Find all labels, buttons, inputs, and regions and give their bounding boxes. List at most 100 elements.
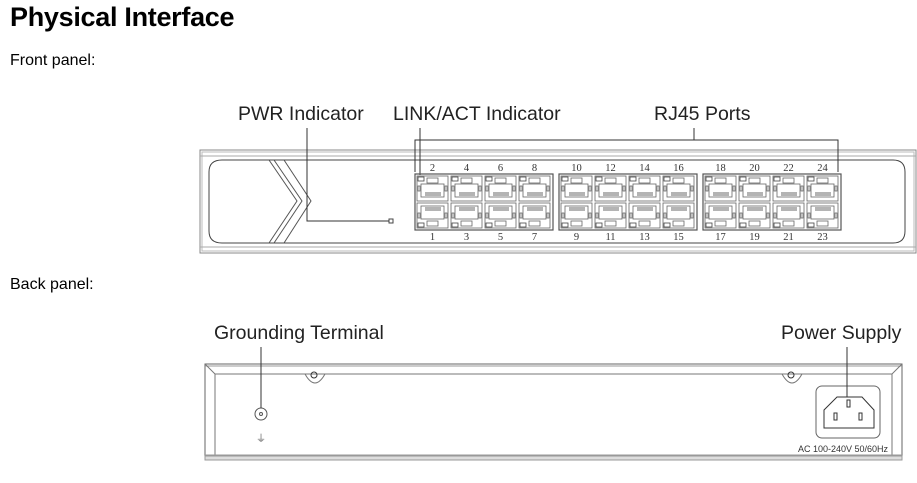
port-number-label: 11 xyxy=(605,232,615,243)
port-number-label: 19 xyxy=(749,232,760,243)
rj45-port-10 xyxy=(560,175,593,202)
port-group-frame xyxy=(414,173,554,231)
link-led-icon xyxy=(561,176,569,182)
link-led-icon xyxy=(595,222,603,228)
front-chassis-outline xyxy=(199,149,917,254)
page-title: Physical Interface xyxy=(10,2,235,32)
rj45-port-18 xyxy=(704,175,737,202)
link-led-icon xyxy=(451,222,459,228)
link-led-icon xyxy=(561,222,569,228)
port-group: 10 9 12 11 14 13 16 15 xyxy=(558,163,698,243)
port-group-frame xyxy=(702,173,842,231)
port-number-label: 7 xyxy=(532,232,537,243)
rj45-port-17 xyxy=(704,202,737,229)
link-act-indicator-callout: LINK/ACT Indicator xyxy=(393,103,561,125)
port-number-label: 14 xyxy=(639,163,650,174)
port-number-label: 2 xyxy=(430,163,435,174)
port-number-label: 6 xyxy=(498,163,503,174)
front-panel xyxy=(199,149,917,254)
port-number-label: 13 xyxy=(639,232,650,243)
front-chassis-inner-edge xyxy=(201,151,915,252)
grounding-terminal-icon xyxy=(254,407,268,421)
rj45-port-1 xyxy=(416,202,449,229)
rj45-port-9 xyxy=(560,202,593,229)
link-led-icon xyxy=(773,222,781,228)
chevron-decoration xyxy=(268,159,312,244)
link-led-icon xyxy=(485,176,493,182)
back-panel-heading: Back panel: xyxy=(10,276,94,293)
port-number-label: 4 xyxy=(464,163,470,174)
pwr-led-icon xyxy=(388,218,394,224)
grounding-terminal-callout: Grounding Terminal xyxy=(214,322,384,344)
back-panel xyxy=(204,363,903,461)
port-number-label: 24 xyxy=(817,163,828,174)
rj45-port-15 xyxy=(662,202,695,229)
port-number-label: 23 xyxy=(817,232,828,243)
port-number-label: 9 xyxy=(574,232,579,243)
ground-symbol-icon: ⏚ xyxy=(256,433,266,445)
rj45-port-14 xyxy=(628,175,661,202)
rj45-port-13 xyxy=(628,202,661,229)
port-number-label: 21 xyxy=(783,232,794,243)
back-leader-lines xyxy=(260,347,848,408)
screw-hole-icon xyxy=(781,371,803,384)
rj45-port-11 xyxy=(594,202,627,229)
link-led-icon xyxy=(417,176,425,182)
link-led-icon xyxy=(807,176,815,182)
link-led-icon xyxy=(807,222,815,228)
port-number-label: 3 xyxy=(464,232,469,243)
pwr-indicator-callout: PWR Indicator xyxy=(238,103,364,125)
port-number-label: 16 xyxy=(673,163,684,174)
link-led-icon xyxy=(739,176,747,182)
rj45-port-3 xyxy=(450,202,483,229)
link-led-icon xyxy=(663,222,671,228)
screw-hole-icon xyxy=(304,371,326,384)
rj45-port-22 xyxy=(772,175,805,202)
rj45-ports-callout: RJ45 Ports xyxy=(654,103,751,125)
link-led-icon xyxy=(739,222,747,228)
pwr-leader-line xyxy=(306,128,389,222)
rj45-port-20 xyxy=(738,175,771,202)
port-number-label: 12 xyxy=(605,163,616,174)
rj45-port-19 xyxy=(738,202,771,229)
port-number-label: 18 xyxy=(715,163,726,174)
power-rating-label: AC 100-240V 50/60Hz xyxy=(798,444,889,454)
power-inlet-frame xyxy=(815,385,881,439)
rj45-port-16 xyxy=(662,175,695,202)
link-led-icon xyxy=(705,222,713,228)
rj45-port-2 xyxy=(416,175,449,202)
link-led-icon xyxy=(705,176,713,182)
rj45-port-23 xyxy=(806,202,839,229)
port-number-label: 17 xyxy=(715,232,726,243)
port-number-label: 20 xyxy=(749,163,760,174)
link-led-icon xyxy=(629,222,637,228)
front-leader-lines xyxy=(306,128,839,222)
rj45-port-4 xyxy=(450,175,483,202)
link-led-icon xyxy=(417,222,425,228)
rj45-bracket xyxy=(414,139,839,172)
port-number-label: 15 xyxy=(673,232,684,243)
rj45-port-24 xyxy=(806,175,839,202)
rj45-port-5 xyxy=(484,202,517,229)
rj45-port-6 xyxy=(484,175,517,202)
rj45-port-21 xyxy=(772,202,805,229)
power-inlet-icon xyxy=(823,396,875,429)
link-led-icon xyxy=(629,176,637,182)
link-led-icon xyxy=(485,222,493,228)
rj45-port-7 xyxy=(518,202,551,229)
port-number-label: 10 xyxy=(571,163,582,174)
link-led-icon xyxy=(519,222,527,228)
power-supply-callout: Power Supply xyxy=(781,322,902,344)
port-number-label: 5 xyxy=(498,232,503,243)
rj45-port-12 xyxy=(594,175,627,202)
link-led-icon xyxy=(451,176,459,182)
front-panel-heading: Front panel: xyxy=(10,52,96,69)
rj45-port-8 xyxy=(518,175,551,202)
link-led-icon xyxy=(773,176,781,182)
port-number-label: 1 xyxy=(430,232,435,243)
link-led-icon xyxy=(519,176,527,182)
link-led-icon xyxy=(595,176,603,182)
